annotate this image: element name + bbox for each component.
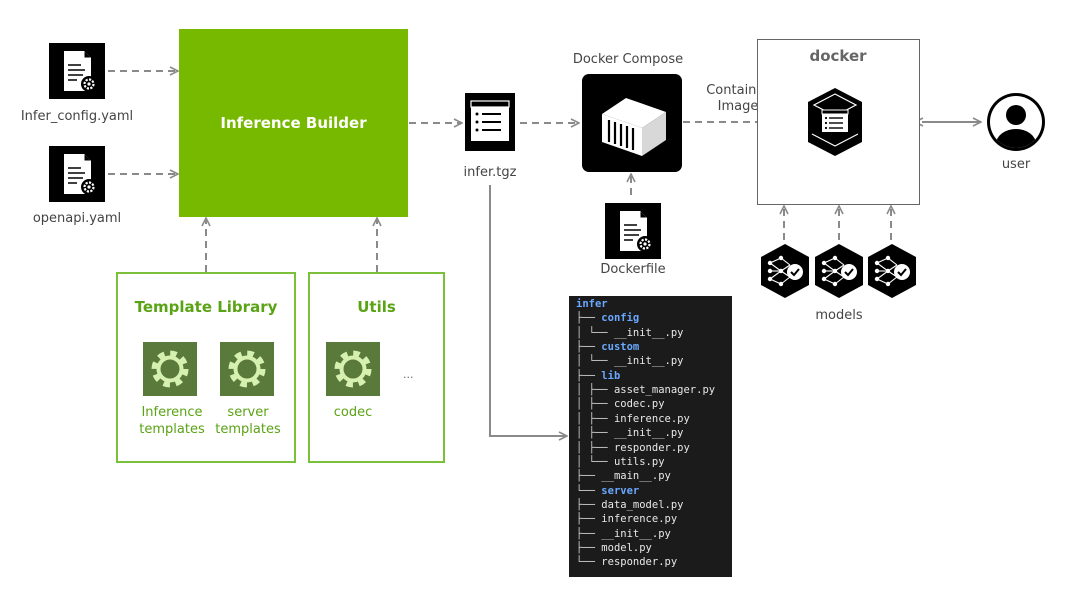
archive-icon — [465, 93, 515, 151]
inference-builder-box: Inference Builder — [179, 29, 408, 217]
tree-folder: └── server — [576, 485, 639, 497]
tree-branch: └── — [576, 484, 602, 497]
tree-folder: ├── lib — [576, 370, 620, 382]
gear-icon — [83, 181, 95, 193]
tree-item-name: config — [601, 312, 640, 325]
tree-file: ├── inference.py — [576, 513, 677, 525]
openapi-label: openapi.yaml — [32, 211, 122, 226]
tree-item-name: responder.py — [613, 441, 690, 454]
inference-builder-title: Inference Builder — [220, 114, 367, 132]
user-label: user — [1001, 157, 1031, 172]
tree-item-name: inference.py — [601, 513, 678, 526]
tree-item-name: server — [601, 484, 640, 497]
dockerfile-icon — [605, 203, 661, 259]
tree-branch: │ ├── — [576, 427, 614, 440]
tree-branch: │ └── — [576, 455, 614, 468]
gear-icon — [143, 342, 197, 396]
tree-item-name: data_model.py — [601, 498, 684, 511]
tree-branch: ├── — [576, 341, 602, 354]
tree-branch: │ ├── — [576, 441, 614, 454]
tree-folder: infer — [576, 298, 608, 310]
docker-compose-title: Docker Compose — [572, 52, 684, 67]
tree-item-name: custom — [601, 341, 640, 354]
container-image-icon — [806, 86, 864, 158]
gear-icon — [639, 238, 651, 250]
tree-folder: ├── custom — [576, 341, 639, 353]
tree-item-name: utils.py — [613, 455, 665, 468]
yaml-file-icon — [49, 146, 105, 202]
neural-network-icon — [866, 242, 918, 300]
tree-file: │ ├── codec.py — [576, 398, 665, 410]
tree-branch: ├── — [576, 541, 602, 554]
server-templates-label: server templates — [215, 405, 281, 437]
neural-network-icon — [813, 242, 865, 300]
infer-tgz-label: infer.tgz — [463, 165, 517, 180]
tree-file: │ ├── __init__.py — [576, 427, 683, 439]
tree-branch: ├── — [576, 498, 602, 511]
yaml-file-icon — [49, 43, 105, 99]
tree-item-name: asset_manager.py — [613, 384, 716, 397]
tree-branch: ├── — [576, 470, 602, 483]
file-tree: infer├── config│ └── __init__.py├── cust… — [569, 296, 732, 577]
tree-file: ├── __init__.py — [576, 528, 671, 540]
tree-item-name: __init__.py — [613, 355, 684, 368]
tree-file: ├── data_model.py — [576, 499, 683, 511]
tree-item-name: inference.py — [613, 412, 690, 425]
docker-box: docker — [757, 39, 920, 205]
tree-branch: │ ├── — [576, 412, 614, 425]
utils-box: Utils codec ... — [308, 272, 445, 463]
container-image-label: Container Image — [706, 83, 770, 114]
arrow-tgz-to-tree — [489, 185, 566, 436]
tree-file: │ ├── inference.py — [576, 413, 690, 425]
check-icon — [897, 268, 907, 277]
tree-file: │ └── __init__.py — [576, 355, 683, 367]
tree-file: ├── __main__.py — [576, 470, 671, 482]
gear-icon — [326, 342, 380, 396]
user-icon — [986, 92, 1046, 152]
tree-file: │ ├── responder.py — [576, 442, 690, 454]
docker-title: docker — [809, 47, 867, 65]
tree-file: │ └── utils.py — [576, 456, 665, 468]
dockerfile-label: Dockerfile — [600, 262, 666, 277]
tree-item-name: __main__.py — [601, 470, 671, 483]
tree-item-name: responder.py — [601, 556, 678, 569]
tree-item-name: __init__.py — [613, 427, 684, 440]
tree-branch: ├── — [576, 312, 602, 325]
tree-branch: ├── — [576, 527, 602, 540]
inference-templates-label: Inference templates — [139, 405, 205, 437]
tree-branch: │ └── — [576, 355, 614, 368]
tree-file: └── responder.py — [576, 556, 677, 568]
utils-title: Utils — [357, 298, 396, 316]
tree-file: │ ├── asset_manager.py — [576, 384, 715, 396]
gear-icon — [220, 342, 274, 396]
tree-branch: ├── — [576, 513, 602, 526]
utils-more-ellipsis: ... — [403, 368, 414, 381]
infer-config-label: Infer_config.yaml — [20, 109, 134, 124]
tree-file: ├── model.py — [576, 542, 652, 554]
template-library-title: Template Library — [134, 298, 278, 316]
neural-network-icon — [759, 242, 811, 300]
gear-icon — [83, 78, 95, 90]
tree-branch: │ ├── — [576, 384, 614, 397]
codec-label: codec — [333, 405, 373, 420]
tree-item-name: model.py — [601, 541, 652, 554]
tree-item-name: codec.py — [613, 398, 665, 411]
tree-item-name: __init__.py — [601, 527, 671, 540]
models-label: models — [815, 308, 863, 323]
tree-branch: └── — [576, 556, 602, 569]
tree-item-name: lib — [601, 369, 621, 382]
tree-folder: ├── config — [576, 312, 639, 324]
tree-item-name: infer — [576, 298, 608, 310]
template-library-box: Template Library Inference templates ser… — [116, 272, 296, 463]
check-icon — [790, 268, 800, 277]
tree-file: │ └── __init__.py — [576, 327, 683, 339]
tree-item-name: __init__.py — [613, 326, 684, 339]
check-icon — [844, 268, 854, 277]
container-icon — [582, 74, 682, 172]
tree-branch: │ └── — [576, 326, 614, 339]
tree-branch: ├── — [576, 369, 602, 382]
tree-branch: │ ├── — [576, 398, 614, 411]
